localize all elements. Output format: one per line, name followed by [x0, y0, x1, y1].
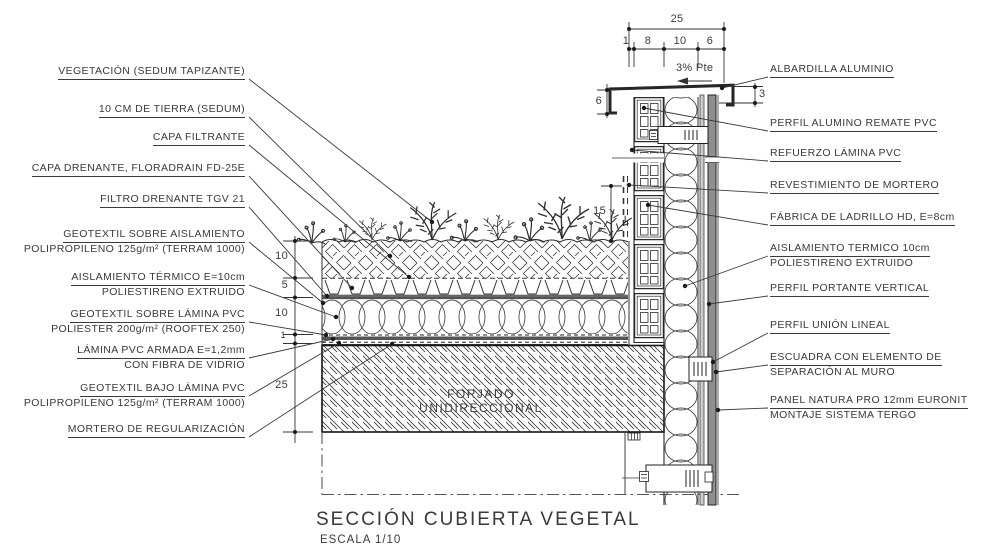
label-filter-layer: CAPA FILTRANTE [152, 131, 245, 146]
label-vertical-profile: PERFIL PORTANTE VERTICAL [770, 282, 930, 297]
dim-coping-right: 3 [759, 88, 766, 100]
dim-panel-zone-thickness: 6 [706, 35, 714, 47]
drawing-scale: ESCALA 1/10 [320, 534, 402, 546]
vegetation [296, 196, 633, 245]
pvc-membrane-band [322, 336, 628, 340]
dim-vegetation-height: 15 [593, 205, 606, 217]
top-bracket [649, 126, 709, 144]
dim-render-thickness: 1 [622, 35, 630, 47]
drainage-layer [322, 279, 628, 295]
slab-forjado [321, 344, 665, 433]
hidden-outline [321, 432, 742, 496]
dimension-dots [293, 27, 757, 434]
bottom-bracket [639, 464, 714, 493]
dim-brick-thickness: 8 [644, 35, 652, 47]
leader-dots [320, 85, 725, 413]
soil-surface-line [321, 238, 629, 243]
dim-insulation-depth: 10 [275, 307, 288, 319]
facade-panel [707, 94, 717, 506]
leader-lines [248, 76, 769, 438]
dim-slab-depth: 25 [275, 379, 288, 391]
dim-insulation-thickness: 10 [673, 35, 687, 47]
wall-insulation [664, 97, 698, 505]
vertical-bearing-profile [699, 94, 705, 506]
label-coping: ALBARDILLA ALUMINIO [770, 63, 894, 78]
dim-membrane-depth: 1 [280, 330, 286, 341]
label-drain-filter: FILTRO DRENANTE TGV 21 [100, 193, 245, 208]
label-levelling-mortar: MORTERO DE REGULARIZACIÓN [67, 423, 245, 438]
slab-label: FORJADO UNIDIRECCIONAL [419, 387, 543, 415]
slab-anchor [627, 432, 641, 441]
label-mortar-render: REVESTIMIENTO DE MORTERO [770, 179, 940, 194]
aluminium-coping [608, 83, 735, 115]
label-brickwork: FÁBRICA DE LADRILLO HD, E=8cm [770, 211, 955, 226]
dim-wall-total: 25 [670, 13, 684, 25]
label-soil: 10 CM DE TIERRA (SEDUM) [98, 103, 245, 118]
soil-layer [322, 241, 628, 278]
label-aluminium-edge-profile: PERFIL ALUMINO REMATE PVC [770, 117, 937, 132]
panel-joint-gap [705, 156, 719, 163]
dim-coping-left: 6 [595, 95, 602, 107]
wall-assembly [608, 83, 735, 506]
slope-annotation: 3% Pte [676, 62, 714, 74]
middle-bracket [688, 356, 713, 382]
label-drainage-layer: CAPA DRENANTE, FLORADRAIN FD-25E [31, 162, 245, 177]
dim-drainage-depth: 5 [281, 279, 288, 291]
roof-layers [321, 238, 665, 433]
label-pvc-reinforcement: REFUERZO LÁMINA PVC [770, 147, 902, 162]
dim-soil-depth: 10 [275, 250, 288, 262]
label-linear-union-profile: PERFIL UNIÓN LINEAL [770, 319, 890, 334]
label-vegetation: VEGETACIÓN (SEDUM TAPIZANTE) [58, 65, 245, 80]
drawing-title: SECCIÓN CUBIERTA VEGETAL [316, 509, 641, 530]
roof-insulation-layer [322, 299, 628, 334]
dimension-graphics [283, 22, 763, 443]
